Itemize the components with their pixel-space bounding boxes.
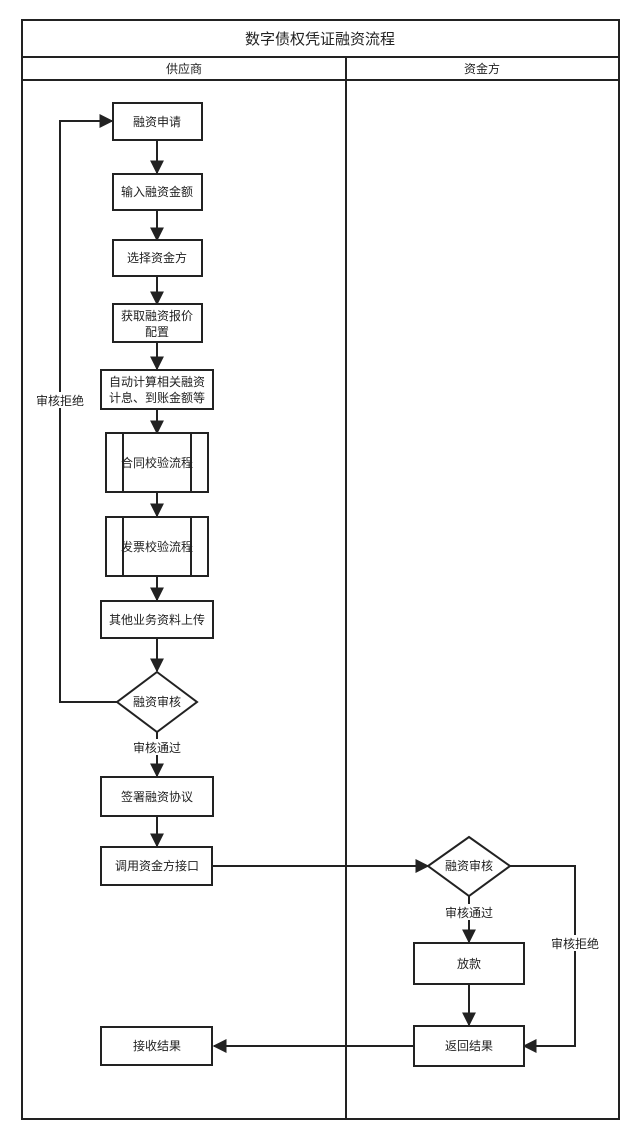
node-upload-docs-label: 其他业务资料上传 [109,612,205,627]
node-quote-label-2: 配置 [145,325,169,339]
node-call-api-label: 调用资金方接口 [115,858,199,873]
node-upload-docs [100,600,214,639]
node-receive-result [100,1026,213,1066]
node-supplier-review [115,670,199,734]
node-contract-check-label: 合同校验流程 [121,455,193,470]
node-calc [100,369,214,410]
label-bg-funder-pass [442,904,496,920]
node-funder-review-label: 融资审核 [445,858,493,873]
node-sign-agreement [100,776,214,817]
node-apply [112,102,203,141]
lane-header-supplier: 供应商 [166,61,202,76]
node-return-result-label: 返回结果 [445,1039,493,1053]
diagram-title: 数字债权凭证融资流程 [245,30,395,48]
edge-label-funder-reject: 审核拒绝 [551,936,599,951]
node-quote [112,303,203,343]
label-bg-supplier-reject [34,392,86,408]
lane-header-funder: 资金方 [464,61,500,76]
node-sign-agreement-label: 签署融资协议 [121,789,193,804]
label-bg-supplier-pass [130,739,184,755]
node-amount-label: 输入融资金额 [121,184,193,199]
arrow-funder-reject [510,865,576,1053]
node-funder-review [426,835,512,898]
node-call-api [100,846,213,886]
edge-label-funder-pass: 审核通过 [445,905,493,920]
edge-label-supplier-pass: 审核通过 [133,740,181,755]
label-bg-funder-reject [548,935,602,951]
node-amount [112,173,203,211]
arrow-supplier-reject-loop [59,114,117,703]
node-disburse-label: 放款 [457,956,481,971]
node-apply-label: 融资申请 [133,115,181,129]
node-return-result [413,1025,525,1067]
node-calc-label-2: 计息、到账金额等 [109,390,205,405]
node-choose-funder-label: 选择资金方 [127,250,187,265]
node-supplier-review-label: 融资审核 [133,694,181,709]
node-disburse [413,942,525,985]
edge-label-supplier-reject: 审核拒绝 [36,393,84,408]
node-calc-label-1: 自动计算相关融资 [109,374,205,389]
node-choose-funder [112,239,203,277]
node-receive-result-label: 接收结果 [133,1038,181,1053]
node-invoice-check-label: 发票校验流程 [121,539,193,554]
diagram-frame [21,19,620,1120]
node-quote-label-1: 获取融资报价 [121,308,193,323]
